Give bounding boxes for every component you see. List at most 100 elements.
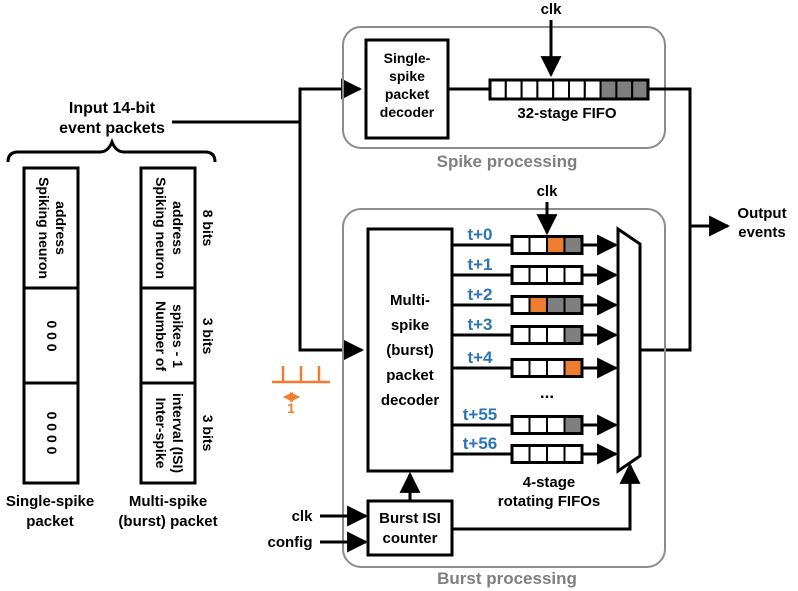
- input-brace: [6, 137, 217, 163]
- rotating-fifo-cell: [528, 415, 548, 435]
- spike-fifo-cell: [615, 79, 634, 100]
- input-config-label: config: [268, 534, 313, 551]
- output-label-line1: Output: [737, 205, 786, 222]
- spike-fifo-cell: [489, 79, 507, 100]
- single-spike-decoder: [364, 38, 450, 140]
- rotating-fifo-cell: [511, 265, 531, 285]
- multiplexer: [616, 226, 642, 474]
- spike-fifo-cell: [599, 79, 618, 100]
- output-label-line2: events: [738, 224, 786, 241]
- row-time-label: t+3: [467, 315, 492, 334]
- burst-processing-box: [342, 208, 666, 568]
- single-spike-packet: Spiking neuron address 0 0 0 0 0 0 0: [22, 166, 80, 485]
- single-decoder-line3: packet: [385, 86, 430, 102]
- rotating-fifo-cell: [546, 235, 566, 255]
- counter-to-mux: [452, 462, 641, 531]
- spike-clk-label: clk: [541, 1, 563, 18]
- burst-packet-caption-line2: (burst) packet: [118, 513, 217, 530]
- rotating-fifo-cell: [511, 358, 531, 378]
- rotating-fifo-cell: [563, 358, 583, 378]
- burst-field-isi-line2: interval (ISI): [170, 393, 186, 473]
- isi-example-pulses: [272, 366, 330, 402]
- burst-bits-3a: 3 bits: [200, 318, 216, 355]
- burst-decoder-line1: Multi-: [390, 292, 430, 309]
- single-packet-caption-line2: packet: [26, 513, 74, 530]
- rotating-fifo-rows: t+0 t+1 t+2 t+3 t+4 t+55 t+56: [452, 225, 619, 465]
- spike-fifo-label: 32-stage FIFO: [517, 105, 617, 122]
- rotating-fifo-cell: [528, 358, 548, 378]
- rotating-fifo-cell: [563, 265, 583, 285]
- rotating-fifo-cell: [546, 444, 566, 464]
- rotating-fifo-cell: [511, 444, 531, 464]
- burst-packet-caption-line1: Multi-spike: [129, 493, 207, 510]
- rotating-fifo-cell: [511, 295, 531, 315]
- rotating-fifo-cell: [511, 325, 531, 345]
- row-time-label: t+0: [467, 225, 492, 244]
- rotating-fifo-cell: [528, 444, 548, 464]
- spike-fifo-cell: [504, 79, 523, 100]
- spike-fifo: [488, 78, 650, 101]
- rotating-fifo-cell: [546, 325, 566, 345]
- single-decoder-line4: decoder: [380, 104, 435, 120]
- spike-fifo-cell: [631, 79, 650, 100]
- burst-bits-3b: 3 bits: [200, 415, 216, 452]
- isi-example-value: 1: [287, 400, 295, 416]
- counter-line1: Burst ISI: [379, 510, 441, 527]
- burst-field-count-line1: Number of: [153, 301, 169, 371]
- burst-field-isi-line1: Inter-spike: [153, 398, 169, 469]
- rotating-fifo-cell: [528, 295, 548, 315]
- rotating-fifo-cell: [563, 235, 583, 255]
- spike-fifo-cell: [536, 79, 555, 100]
- rotating-fifo-cell: [546, 358, 566, 378]
- rotating-fifo-cell: [563, 295, 583, 315]
- burst-processing-title: Burst processing: [437, 569, 577, 588]
- burst-decoder-line4: packet: [386, 367, 434, 384]
- input-title-line1: Input 14-bit: [69, 100, 156, 117]
- burst-decoder-line2: spike: [391, 317, 429, 334]
- rotating-fifo-cell: [528, 265, 548, 285]
- single-field-address-line2: address: [53, 201, 69, 255]
- spike-fifo-cell: [520, 79, 539, 100]
- row-time-label: t+4: [467, 348, 493, 367]
- fifos-label-line1: 4-stage: [523, 474, 576, 491]
- burst-field-count-line2: spikes - 1: [170, 304, 186, 368]
- rotating-fifo-cell: [528, 235, 548, 255]
- single-decoder-line1: Single-: [384, 50, 431, 66]
- rotating-fifo-cell: [528, 325, 548, 345]
- input-clk-label: clk: [292, 508, 314, 525]
- burst-clk-label: clk: [537, 183, 559, 200]
- burst-decoder-line5: decoder: [381, 392, 440, 409]
- rotating-fifo-cell: [511, 415, 531, 435]
- single-field-zeros3: 0 0 0: [44, 320, 60, 351]
- input-title-line2: event packets: [59, 120, 165, 137]
- burst-bits-8: 8 bits: [200, 210, 216, 247]
- row-time-label: t+1: [467, 255, 492, 274]
- burst-field-address-line1: Spiking neuron: [153, 177, 169, 279]
- spike-fifo-cell: [552, 79, 571, 100]
- spike-fifo-cell: [583, 79, 602, 100]
- burst-packet: Spiking neuron address Number of spikes …: [139, 166, 197, 485]
- single-field-zeros4: 0 0 0 0: [44, 412, 60, 455]
- single-field-address-line1: Spiking neuron: [36, 177, 52, 279]
- row-time-label: t+56: [463, 434, 498, 453]
- single-decoder-line2: spike: [389, 68, 425, 84]
- counter-line2: counter: [382, 530, 437, 547]
- row-time-label: t+55: [463, 405, 498, 424]
- spike-fifo-cell: [568, 79, 586, 100]
- rotating-fifo-cell: [546, 265, 566, 285]
- burst-field-address-line2: address: [170, 201, 186, 255]
- rotating-fifo-cell: [563, 325, 583, 345]
- rotating-fifo-cell: [511, 235, 531, 255]
- burst-decoder-line3: (burst): [386, 342, 434, 359]
- rotating-fifo-cell: [563, 444, 583, 464]
- fifo-ellipsis: ...: [540, 383, 554, 402]
- row-time-label: t+2: [467, 285, 492, 304]
- input-line-top: [172, 78, 363, 124]
- fifos-label-line2: rotating FIFOs: [498, 493, 601, 510]
- burst-output-line: [640, 226, 692, 352]
- rotating-fifo-cell: [546, 295, 566, 315]
- rotating-fifo-cell: [546, 415, 566, 435]
- spike-output-line: [648, 87, 692, 226]
- input-line-burst: [298, 122, 365, 361]
- rotating-fifo-cell: [563, 415, 583, 435]
